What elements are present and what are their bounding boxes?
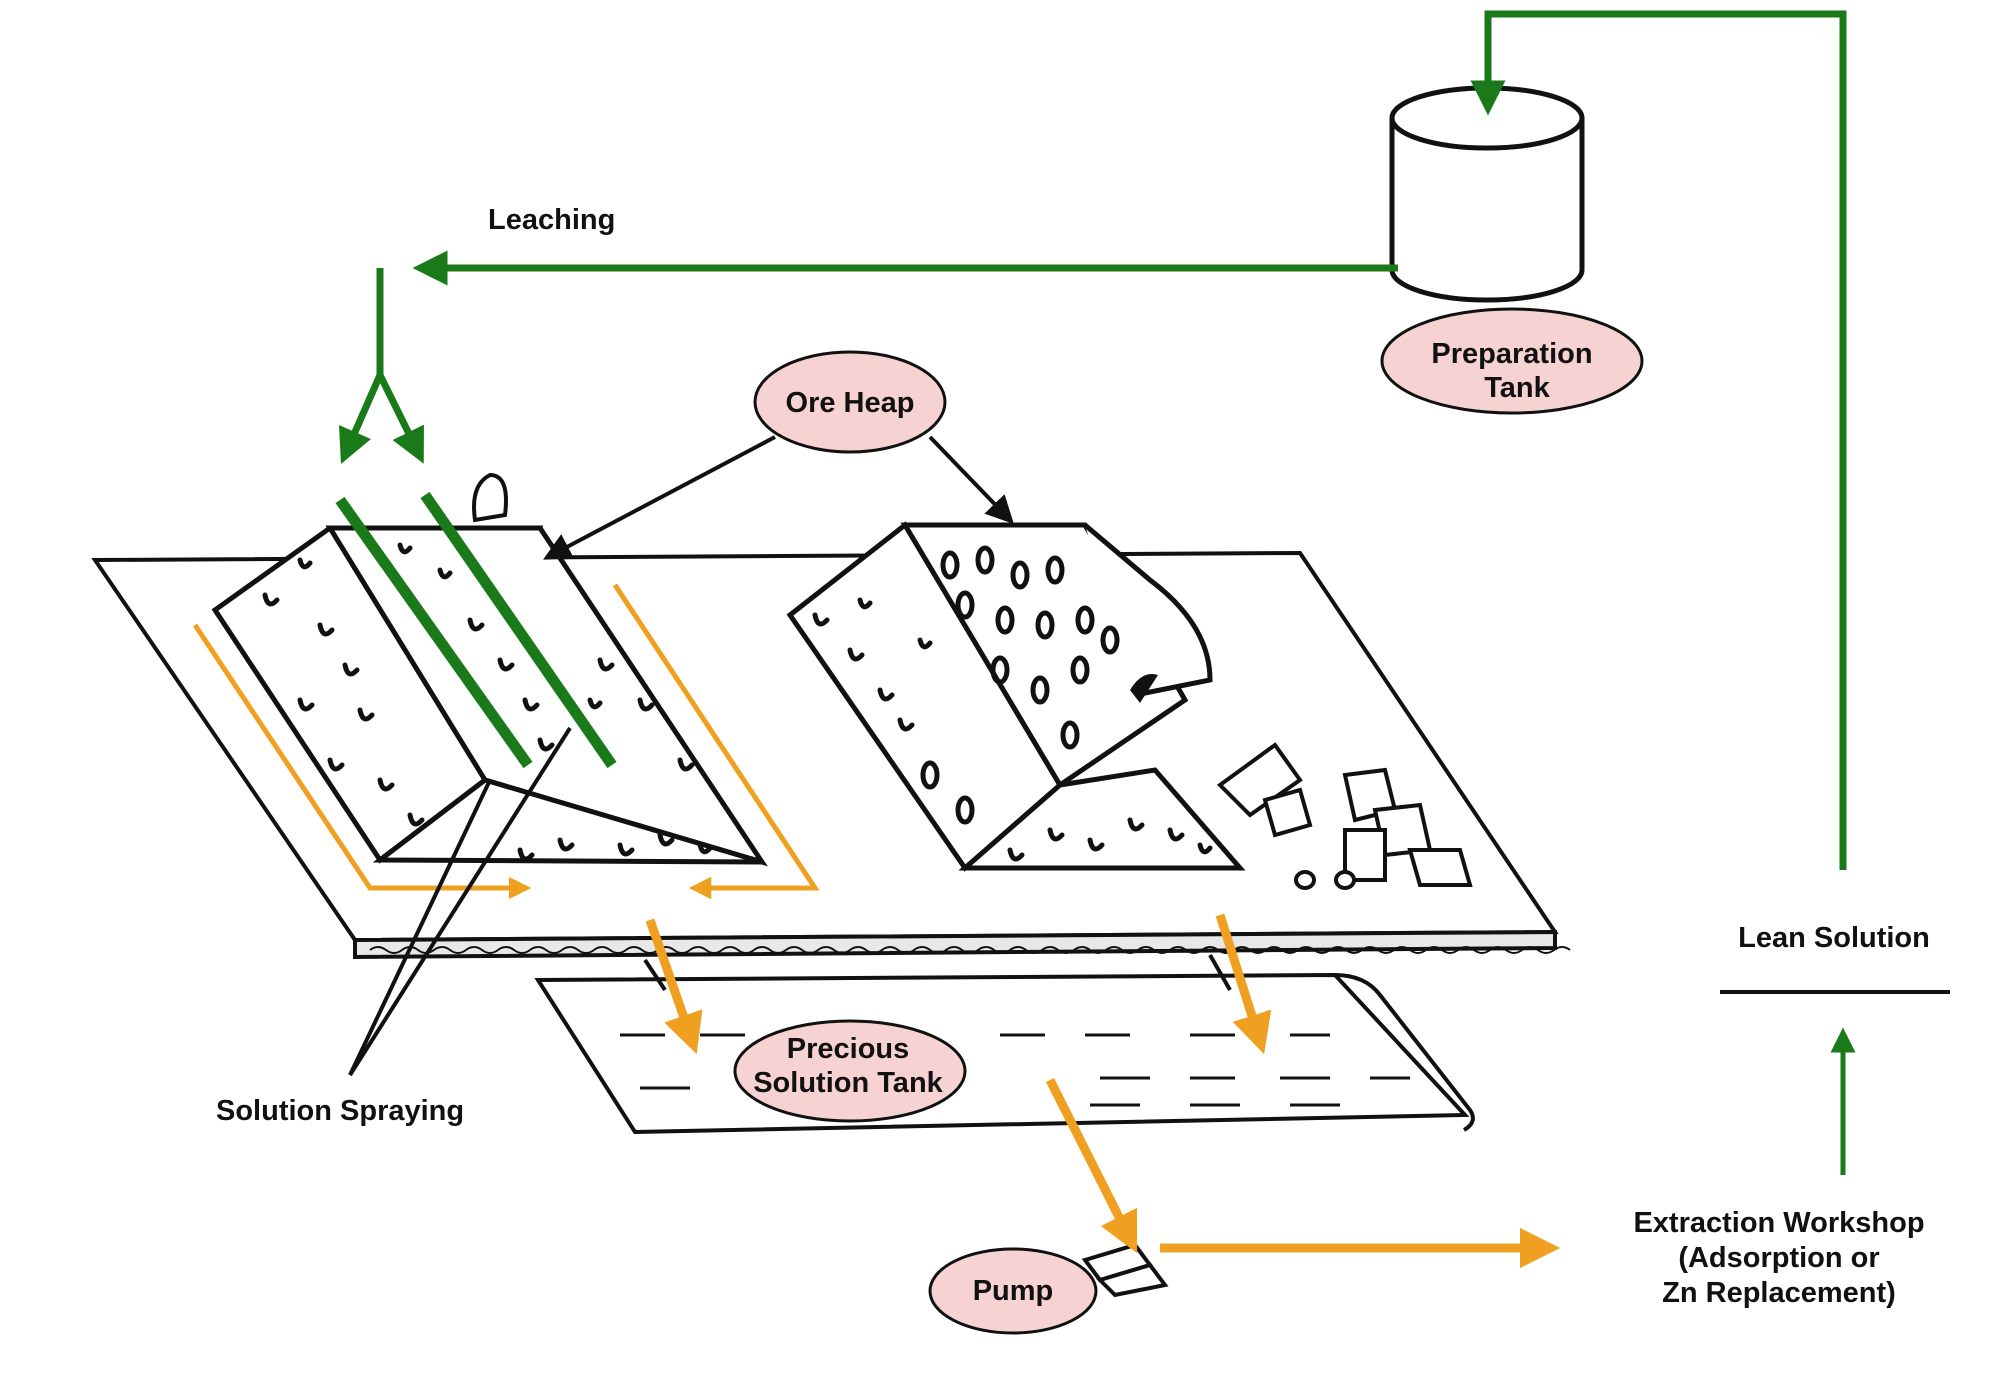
precious-solution-tank-label: Precious Solution Tank (733, 1019, 967, 1123)
spray-pipes (335, 491, 617, 769)
svg-text:Ore Heap: Ore Heap (786, 387, 915, 419)
rock-fragments (1216, 742, 1473, 890)
pump-label: Pump (928, 1247, 1098, 1335)
preparation-tank (1389, 85, 1585, 303)
left-heap-rock-marks (262, 542, 713, 862)
lean-solution-flow (338, 10, 1856, 1175)
precious-solution-tank (534, 954, 1475, 1135)
svg-text:(Adsorption or: (Adsorption or (1678, 1242, 1879, 1274)
pointer-lines (348, 435, 1950, 1077)
lean-solution-label: Lean Solution (1738, 922, 1930, 954)
right-ore-heap (786, 521, 1246, 872)
ore-heap-label: Ore Heap (753, 350, 947, 454)
preparation-tank-label: Preparation Tank (1380, 307, 1644, 415)
svg-text:Zn Replacement): Zn Replacement) (1662, 1277, 1896, 1309)
left-ore-heap (211, 472, 768, 867)
svg-text:Preparation: Preparation (1431, 338, 1592, 370)
svg-text:Solution Tank: Solution Tank (753, 1067, 943, 1099)
svg-text:Pump: Pump (973, 1275, 1054, 1307)
leaching-label: Leaching (488, 204, 615, 236)
svg-text:Precious: Precious (787, 1033, 910, 1065)
precious-solution-flow (192, 583, 1561, 1269)
solution-spraying-label: Solution Spraying (216, 1095, 464, 1127)
svg-text:Extraction Workshop: Extraction Workshop (1633, 1207, 1924, 1239)
tank-liquid-lines (620, 1033, 1410, 1107)
extraction-workshop-label: Extraction Workshop (Adsorption or Zn Re… (1633, 1207, 1924, 1309)
svg-text:Tank: Tank (1484, 372, 1550, 404)
right-heap-rock-marks (812, 545, 1213, 862)
